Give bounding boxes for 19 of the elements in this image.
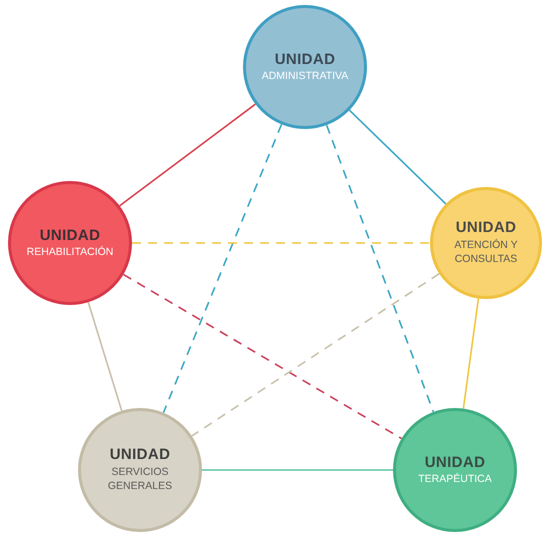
unit-heading: UNIDAD [274, 50, 336, 70]
unit-heading: UNIDAD [424, 454, 486, 472]
unit-name: REHABILITACIÓN [26, 245, 114, 260]
connector-line [132, 242, 430, 244]
connector-line [326, 124, 434, 412]
unit-heading: UNIDAD [456, 219, 516, 238]
connector-line [202, 469, 393, 471]
connector-line [348, 110, 446, 205]
connector-line [462, 298, 480, 409]
connector-line [191, 273, 440, 437]
unit-name: ATENCIÓN Y CONSULTAS [453, 238, 519, 267]
unit-name: SERVICIOS GENERALES [106, 465, 174, 494]
unit-heading: UNIDAD [110, 446, 170, 466]
connector-line [119, 104, 256, 206]
connector-line [123, 274, 402, 440]
connector-line [162, 124, 282, 413]
unit-heading: UNIDAD [40, 226, 100, 246]
unit-name: TERAPÉUTICA [418, 472, 492, 486]
unit-name: ADMINISTRATIVA [262, 69, 348, 84]
